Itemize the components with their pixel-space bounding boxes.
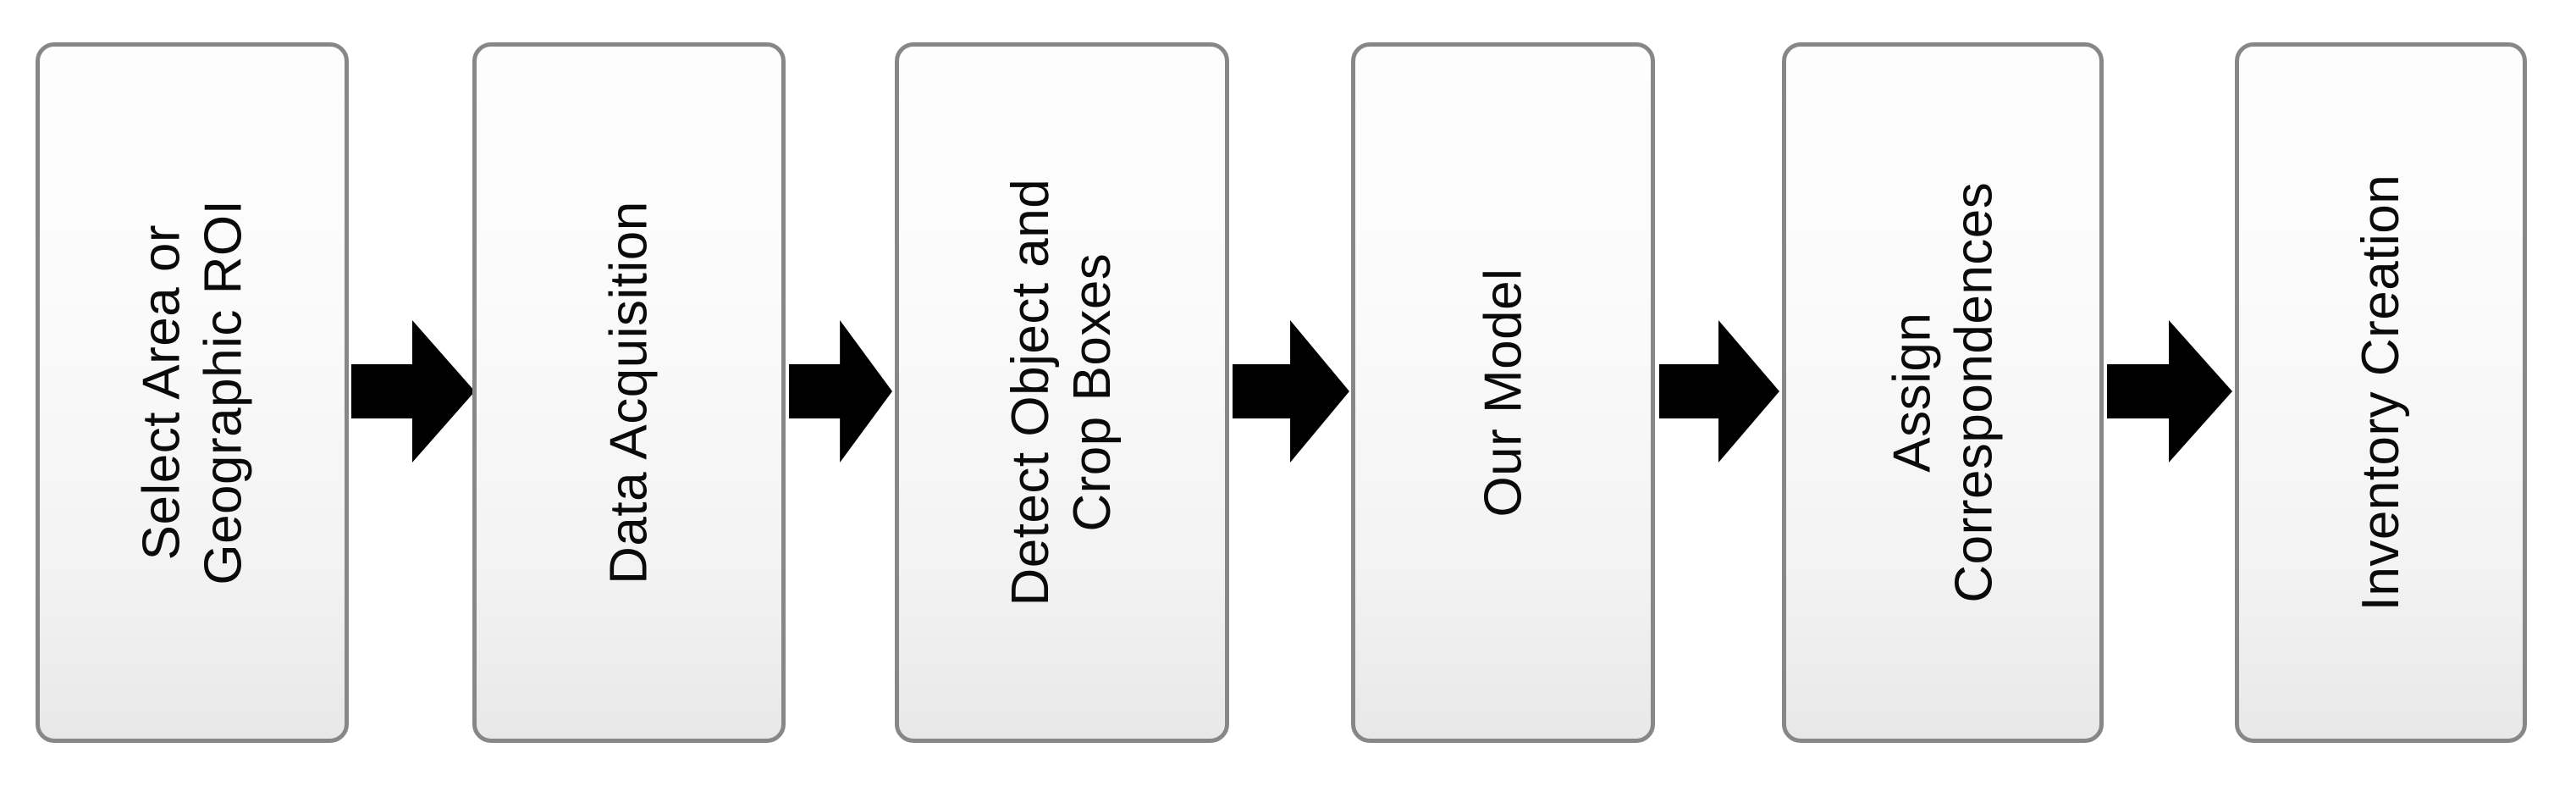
process-step-inventory-creation[interactable]: Inventory Creation	[2235, 42, 2527, 743]
process-step-select-area-or-geographic-roi[interactable]: Select Area or Geographic ROI	[36, 42, 349, 743]
process-step-label-line: Our Model	[1473, 268, 1532, 518]
process-step-label: Detect Object and Crop Boxes	[1000, 179, 1123, 606]
flow-arrow-right-icon	[351, 320, 475, 462]
process-step-label: Select Area or Geographic ROI	[130, 200, 254, 585]
process-step-label-line: Geographic ROI	[194, 200, 252, 585]
process-step-label: Inventory Creation	[2350, 174, 2412, 612]
flow-arrow-right-icon	[1233, 320, 1349, 462]
process-step-label-line: Detect Object and	[1001, 179, 1061, 606]
process-step-data-acquisition[interactable]: Data Acquisition	[472, 42, 786, 743]
process-step-label: Our Model	[1472, 269, 1534, 518]
flow-arrow-right-icon	[789, 320, 892, 462]
process-step-label-line: Data Acquisition	[599, 201, 659, 584]
process-step-label-line: Assign	[1882, 312, 1941, 474]
process-step-label: Data Acquisition	[598, 201, 659, 584]
process-step-label-line: Inventory Creation	[2351, 174, 2410, 612]
process-step-label-line: Crop Boxes	[1063, 253, 1123, 532]
process-step-our-model[interactable]: Our Model	[1351, 42, 1655, 743]
process-step-assign-correspondences[interactable]: Assign Correspondences	[1782, 42, 2104, 743]
process-step-label-line: Correspondences	[1944, 182, 2003, 603]
flow-arrow-right-icon	[1659, 320, 1779, 462]
process-step-detect-object-and-crop-boxes[interactable]: Detect Object and Crop Boxes	[895, 42, 1229, 743]
process-step-label: Assign Correspondences	[1881, 182, 2005, 603]
process-step-label-line: Select Area or	[131, 224, 190, 561]
flow-arrow-right-icon	[2107, 320, 2232, 462]
